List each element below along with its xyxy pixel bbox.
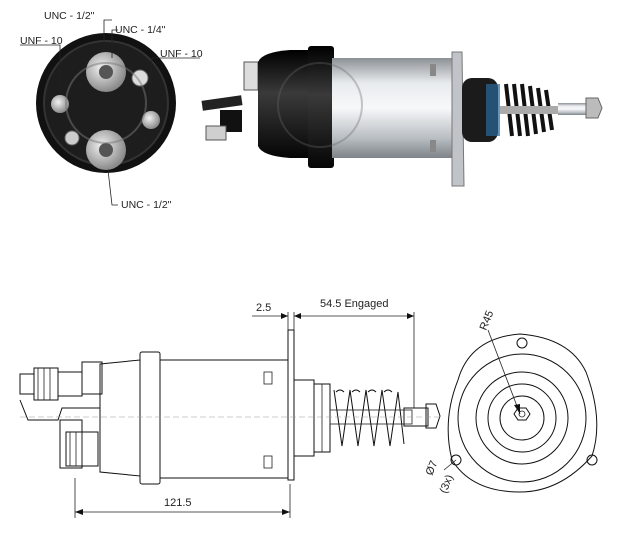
side-view-photo	[201, 46, 603, 187]
label-unc-half-bottom: UNC - 1/2"	[121, 199, 172, 211]
dim-stroke: 54.5 Engaged	[320, 298, 389, 310]
front-technical-drawing	[443, 329, 598, 493]
outer-ring	[457, 353, 587, 483]
dim-hole-diameter: Ø7	[424, 459, 441, 477]
mount-hole-left	[450, 454, 462, 466]
flange-plate	[447, 333, 598, 493]
cap-outline	[99, 359, 141, 477]
label-unc-half-top: UNC - 1/2"	[44, 10, 95, 22]
housing	[332, 58, 458, 158]
mount-hole-right	[586, 454, 598, 466]
dim-length: 121.5	[164, 497, 192, 509]
dim-radius: R45	[478, 309, 497, 332]
label-unf-left: UNF - 10	[20, 35, 63, 47]
housing-outline	[159, 359, 289, 479]
side-technical-drawing	[19, 312, 441, 518]
label-unc-quarter: UNC - 1/4"	[115, 24, 166, 36]
dim-hole-count: (3x)	[438, 473, 456, 495]
label-unf-right: UNF - 10	[160, 48, 203, 60]
flange-outline	[287, 329, 295, 481]
terminal-left	[51, 95, 69, 113]
mount-hole-top	[516, 337, 528, 349]
dim-gap: 2.5	[256, 302, 271, 314]
cap-flange	[308, 46, 334, 168]
cap-body	[258, 50, 310, 158]
end-view-photo	[20, 19, 200, 206]
spring-outline	[333, 389, 405, 447]
terminal-right	[142, 111, 160, 129]
hex-nut	[513, 407, 531, 421]
